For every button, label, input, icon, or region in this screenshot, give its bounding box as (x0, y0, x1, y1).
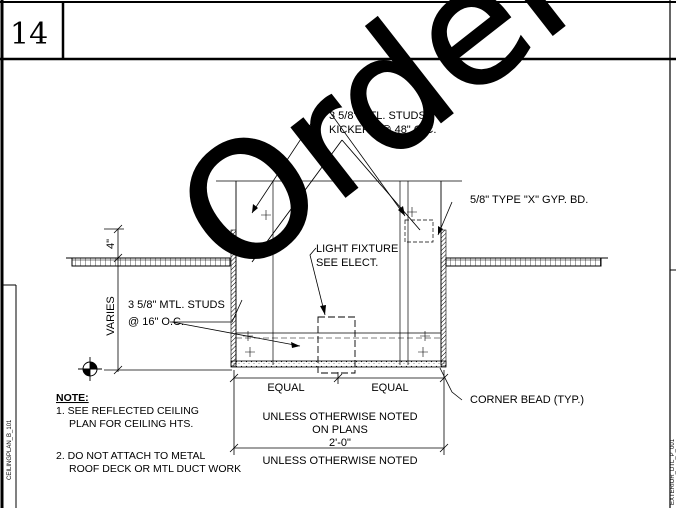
detail-number: 14 (10, 17, 48, 52)
label-studs-16-1: 3 5/8" MTL. STUDS (128, 299, 225, 311)
side-code-right: EXTERIOR_DTL_P_001 (670, 438, 676, 505)
elevation-target-icon (78, 357, 102, 381)
label-corner-bead: CORNER BEAD (TYP.) (470, 394, 584, 406)
dimension-lines (104, 224, 449, 455)
notes-heading: NOTE: (56, 392, 89, 404)
label-studs-kickers-2: KICKERS @ 48" O.C. (329, 124, 436, 136)
label-varies: VARIES (105, 296, 117, 336)
dim-equal-right: EQUAL (371, 382, 408, 394)
dim-uno-3: UNLESS OTHERWISE NOTED (262, 455, 417, 467)
notes-block: NOTE: 1. SEE REFLECTED CEILING PLAN FOR … (56, 392, 241, 475)
label-gyp-bd: 5/8" TYPE "X" GYP. BD. (470, 194, 588, 206)
leader-arrowheads (252, 204, 443, 348)
label-light-fixture-1: LIGHT FIXTURE (316, 243, 398, 255)
note-1b: PLAN FOR CEILING HTS. (69, 418, 193, 430)
label-four-inch: 4" (105, 239, 117, 249)
leader-lines (170, 103, 463, 401)
dim-uno-1: UNLESS OTHERWISE NOTED (262, 411, 417, 423)
soffit-framing (216, 139, 462, 368)
label-studs-16-2: @ 16" O.C. (128, 316, 184, 328)
note-1a: 1. SEE REFLECTED CEILING (56, 405, 199, 417)
dim-uno-2: ON PLANS (312, 424, 368, 436)
dim-two-ft: 2'-0" (329, 437, 351, 449)
dim-equal-left: EQUAL (267, 382, 304, 394)
note-2a: 2. DO NOT ATTACH TO METAL (56, 450, 206, 462)
label-light-fixture-2: SEE ELECT. (316, 257, 378, 269)
light-fixture (317, 316, 356, 374)
note-2b: ROOF DECK OR MTL DUCT WORK (69, 463, 241, 475)
label-studs-kickers-1: 3 5/8" MTL. STUDS (329, 110, 426, 122)
side-code-left: CEILINGPLAN_B_101 (7, 419, 13, 480)
